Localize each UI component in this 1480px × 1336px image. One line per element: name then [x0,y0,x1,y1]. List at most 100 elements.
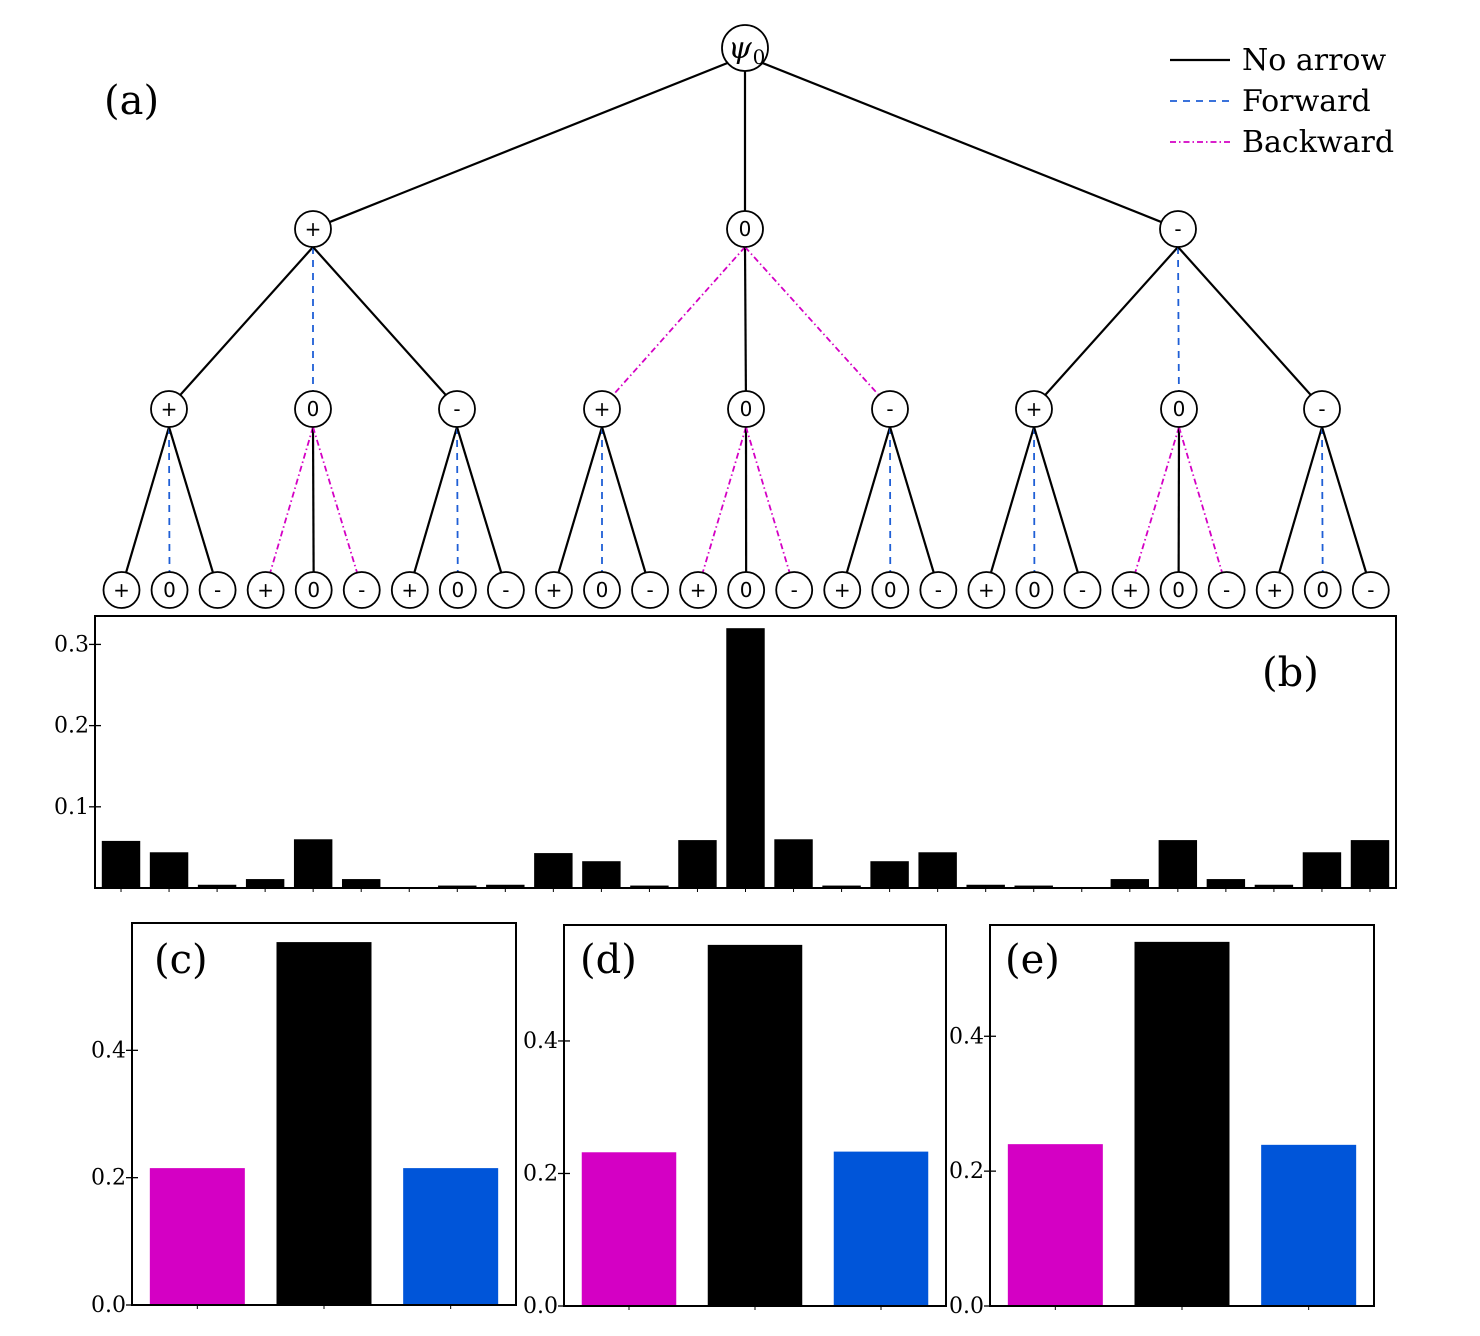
edge-l2-to-l3 [455,426,503,573]
node-label: - [1079,578,1086,602]
node-label: + [257,578,274,602]
level3-node: 0 [583,571,621,609]
edge-l2-to-l3 [1320,426,1368,573]
level3-node: - [1063,571,1102,609]
node-label: - [1367,578,1374,602]
node-label: 0 [163,578,176,602]
node-circle [727,571,766,609]
y-tick-label: 0.4 [523,1029,558,1054]
level3-node: + [1255,571,1294,609]
bar [726,628,765,888]
node-circle [1111,571,1150,609]
panel-d-chart: 0.00.20.4(d) [523,924,947,1319]
node-label: - [935,578,942,602]
node-circle [246,571,285,609]
level3-node: - [1207,571,1246,609]
level3-node: 0 [871,571,910,609]
node-circle [583,571,621,609]
bar [197,884,237,888]
edge-l1-to-l2 [179,246,314,396]
node-label: 0 [739,217,752,241]
node-label: - [1174,217,1181,241]
node-label: 0 [1316,578,1329,602]
level3-node: + [102,571,141,609]
edge-l2-to-l3 [167,426,214,573]
node-label: + [834,578,851,602]
node-circle [967,571,1006,609]
node-label: 0 [307,397,320,421]
node-label: + [401,578,418,602]
bar [1134,941,1230,1306]
node-label: - [1318,397,1325,421]
bar [534,853,573,888]
level3-node: + [823,571,862,609]
legend-label: Forward [1242,84,1371,119]
bar [149,1168,245,1305]
node-label: + [305,217,322,241]
bar [582,861,621,888]
legend-item: No arrow [1170,43,1386,78]
node-label: + [1026,397,1043,421]
y-tick-label: 0.3 [54,632,89,657]
edge-l2-to-l3 [311,426,315,573]
edge-l2-to-l3 [456,426,459,573]
node-circle [1159,571,1198,609]
edge-l1-to-l2 [612,246,746,396]
edge-l2-to-l3 [745,426,791,573]
plot-frame [131,922,517,1306]
plot-frame [989,924,1375,1307]
bar [438,885,477,888]
edge-l2-to-l3 [1134,426,1180,573]
node-label: 0 [451,578,464,602]
node-circle [438,571,477,609]
node-label: 0 [740,578,753,602]
bar [870,861,909,888]
node-circle [1207,571,1246,609]
y-tick-label: 0.4 [91,1038,126,1063]
level3-node: + [1111,571,1150,609]
node-circle [1255,571,1294,609]
level3-node: - [631,571,669,609]
node-label: - [502,578,509,602]
bar [774,839,813,888]
node-label: 0 [1172,578,1185,602]
panel-label: (d) [580,937,637,983]
node-circle [721,24,769,72]
node-label: - [646,578,653,602]
node-circle [390,571,429,609]
bar [245,879,285,888]
level2-node: + [583,390,621,428]
node-label: 0 [307,578,320,602]
node-circle [150,390,188,428]
node-label: + [546,578,563,602]
node-circle [486,571,525,609]
level1-node: + [294,210,332,248]
node-circle [1351,571,1390,609]
level3-node: - [775,571,814,609]
bar [707,944,803,1306]
panel-c-chart: 0.00.20.4(c) [91,922,517,1318]
bar [1261,1144,1357,1306]
edge-l2-to-l3 [125,426,171,573]
panel-label: (c) [154,937,208,983]
y-tick-label: 0.2 [949,1159,984,1184]
bar [341,879,381,888]
level3-node: - [198,571,237,609]
level2-node: - [438,390,476,428]
level3-node: 0 [150,571,189,609]
y-tick-label: 0.2 [91,1166,126,1191]
edge-l1-to-l2 [312,246,447,396]
node-label: + [594,397,611,421]
node-circle [342,571,381,609]
node-circle [294,571,333,609]
edge-l2-to-l3 [312,426,358,573]
plot-frame [94,615,1397,889]
node-label: - [886,397,893,421]
node-circle [1159,210,1197,248]
bar [833,1151,929,1306]
node-label: + [1266,578,1283,602]
bar [276,942,372,1305]
level2-node: + [1015,390,1053,428]
